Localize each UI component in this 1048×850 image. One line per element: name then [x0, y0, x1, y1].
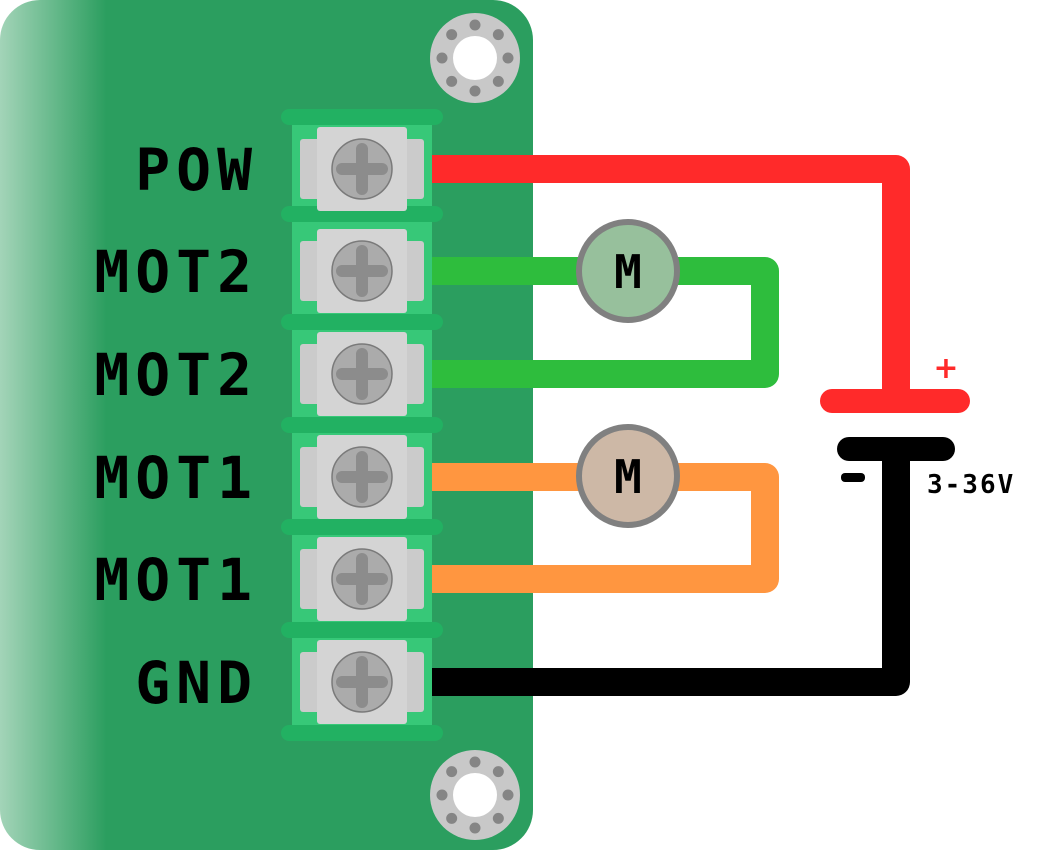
mounting-dot [502, 52, 514, 64]
mounting-dot [469, 822, 481, 834]
mounting-hole [430, 13, 520, 103]
terminal-block [281, 109, 443, 741]
ground-wire [430, 450, 910, 696]
motor-label: M [614, 245, 642, 299]
terminal-screw-mot2[interactable] [300, 229, 424, 313]
mounting-dot [446, 766, 458, 778]
mounting-hole [430, 750, 520, 840]
mounting-dot [492, 29, 504, 41]
motors: MM [576, 219, 680, 528]
mounting-dot [446, 75, 458, 87]
motor-body [576, 219, 680, 323]
terminal-screw-mot1[interactable] [300, 435, 424, 519]
pin-label-mot1: MOT1 [94, 546, 258, 614]
terminal-rib [281, 519, 443, 535]
motor-2: M [576, 219, 680, 323]
mounting-dot [469, 85, 481, 97]
terminal-rib [281, 417, 443, 433]
mounting-dot [446, 812, 458, 824]
battery: + 3-36V [820, 351, 1015, 500]
mounting-dot [469, 756, 481, 768]
battery-voltage-label: 3-36V [927, 470, 1015, 500]
mounting-hole-center [453, 36, 497, 80]
terminal-rib [281, 622, 443, 638]
terminal-screw-mot1[interactable] [300, 537, 424, 621]
terminal-screw-pow[interactable] [300, 127, 424, 211]
screw-cross-v [356, 656, 368, 708]
terminal-rib [281, 109, 443, 125]
power-wire [430, 155, 910, 395]
battery-negative-plate [837, 437, 955, 461]
pin-label-gnd: GND [135, 649, 258, 717]
pin-label-mot1: MOT1 [94, 444, 258, 512]
screw-cross-v [356, 451, 368, 503]
mounting-dot [492, 766, 504, 778]
mounting-dot [492, 75, 504, 87]
mounting-dot [502, 789, 514, 801]
motor-label: M [614, 450, 642, 504]
battery-positive-sign: + [933, 351, 958, 386]
terminal-rib [281, 725, 443, 741]
motor-body [576, 424, 680, 528]
terminal-rib [281, 314, 443, 330]
battery-positive-plate [820, 389, 970, 413]
driver-board [0, 0, 533, 850]
screw-cross-v [356, 245, 368, 297]
screw-cross-v [356, 348, 368, 400]
mounting-hole-center [453, 773, 497, 817]
mounting-holes [430, 13, 520, 840]
mounting-dot [436, 789, 448, 801]
pin-label-pow: POW [135, 136, 258, 204]
mounting-dot [436, 52, 448, 64]
screw-cross-v [356, 143, 368, 195]
mounting-dot [446, 29, 458, 41]
pin-label-mot2: MOT2 [94, 341, 258, 409]
mounting-dot [469, 19, 481, 31]
pin-label-mot2: MOT2 [94, 238, 258, 306]
screw-cross-v [356, 553, 368, 605]
battery-negative-sign [841, 473, 865, 482]
terminal-screw-mot2[interactable] [300, 332, 424, 416]
motor-1: M [576, 424, 680, 528]
mounting-dot [492, 812, 504, 824]
terminal-screw-gnd[interactable] [300, 640, 424, 724]
